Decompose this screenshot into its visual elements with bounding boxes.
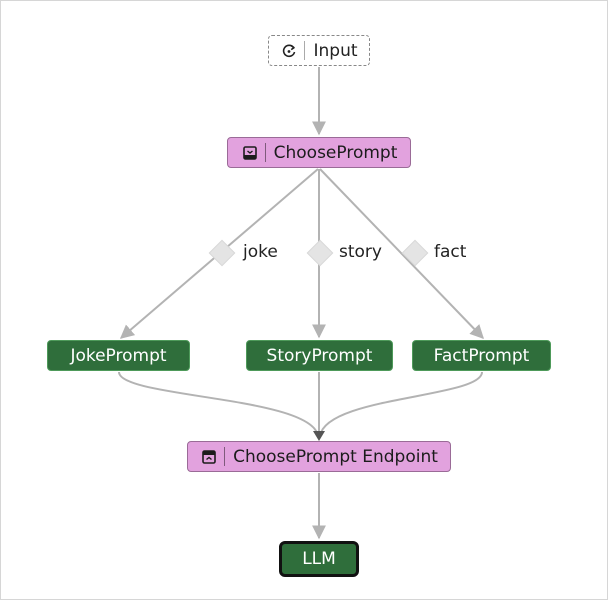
node-separator <box>264 143 266 162</box>
endpoint-arrowhead <box>313 431 325 441</box>
router-box-icon <box>241 144 259 162</box>
node-llm[interactable]: LLM <box>279 541 359 577</box>
node-endpoint-label: ChoosePrompt Endpoint <box>233 446 438 467</box>
node-factprompt-label: FactPrompt <box>433 345 530 366</box>
cycle-arrow-icon <box>280 42 298 60</box>
edge-factprompt-to-endpoint <box>319 371 483 437</box>
node-storyprompt[interactable]: StoryPrompt <box>246 340 393 371</box>
endpoint-box-icon <box>200 448 218 466</box>
branch-diamond-joke <box>208 239 236 267</box>
branch-diamond-story <box>306 239 334 267</box>
node-separator <box>224 447 226 466</box>
node-input[interactable]: Input <box>268 35 370 66</box>
branch-label-joke: joke <box>243 242 278 262</box>
node-factprompt[interactable]: FactPrompt <box>412 340 551 371</box>
edge-chooseprompt-to-factprompt <box>319 168 484 340</box>
node-storyprompt-label: StoryPrompt <box>266 345 373 366</box>
branch-label-story: story <box>339 242 382 262</box>
branch-diamond-fact <box>401 239 429 267</box>
node-jokeprompt[interactable]: JokePrompt <box>47 340 190 371</box>
node-chooseprompt-label: ChoosePrompt <box>273 142 398 163</box>
node-input-label: Input <box>313 40 358 61</box>
node-llm-label: LLM <box>302 549 336 569</box>
edge-jokeprompt-to-endpoint <box>118 371 319 437</box>
node-chooseprompt[interactable]: ChoosePrompt <box>227 137 411 168</box>
node-jokeprompt-label: JokePrompt <box>70 345 167 366</box>
branch-label-fact: fact <box>434 242 467 262</box>
node-chooseprompt-endpoint[interactable]: ChoosePrompt Endpoint <box>187 441 451 472</box>
node-separator <box>304 41 306 60</box>
